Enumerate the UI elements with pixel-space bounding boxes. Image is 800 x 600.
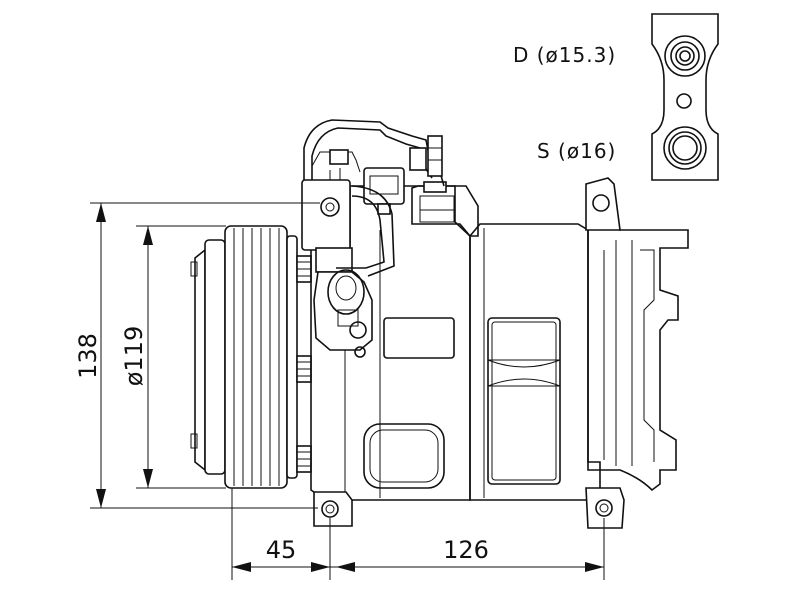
front-mount-hole-icon (321, 500, 339, 518)
bolt-hole-icon (676, 93, 692, 109)
suction-port-icon (663, 126, 707, 170)
pulley-diameter-dimension: ø119 (120, 326, 148, 387)
port-detail: D (ø15.3) S (ø16) (513, 13, 719, 181)
dimension-lines (90, 202, 605, 580)
rear-upper-mount-hole-icon (592, 194, 610, 212)
total-height-dimension: 138 (74, 333, 102, 379)
discharge-port-icon (664, 35, 706, 77)
discharge-port-label: D (ø15.3) (513, 43, 616, 67)
suction-port-label: S (ø16) (537, 139, 616, 163)
pulley (190, 225, 312, 489)
rear-lower-mount-hole-icon (595, 499, 613, 517)
pulley-offset-dimension: 45 (266, 536, 297, 564)
compressor-body (310, 177, 689, 529)
mount-spacing-dimension: 126 (443, 536, 489, 564)
control-valve (301, 119, 445, 358)
